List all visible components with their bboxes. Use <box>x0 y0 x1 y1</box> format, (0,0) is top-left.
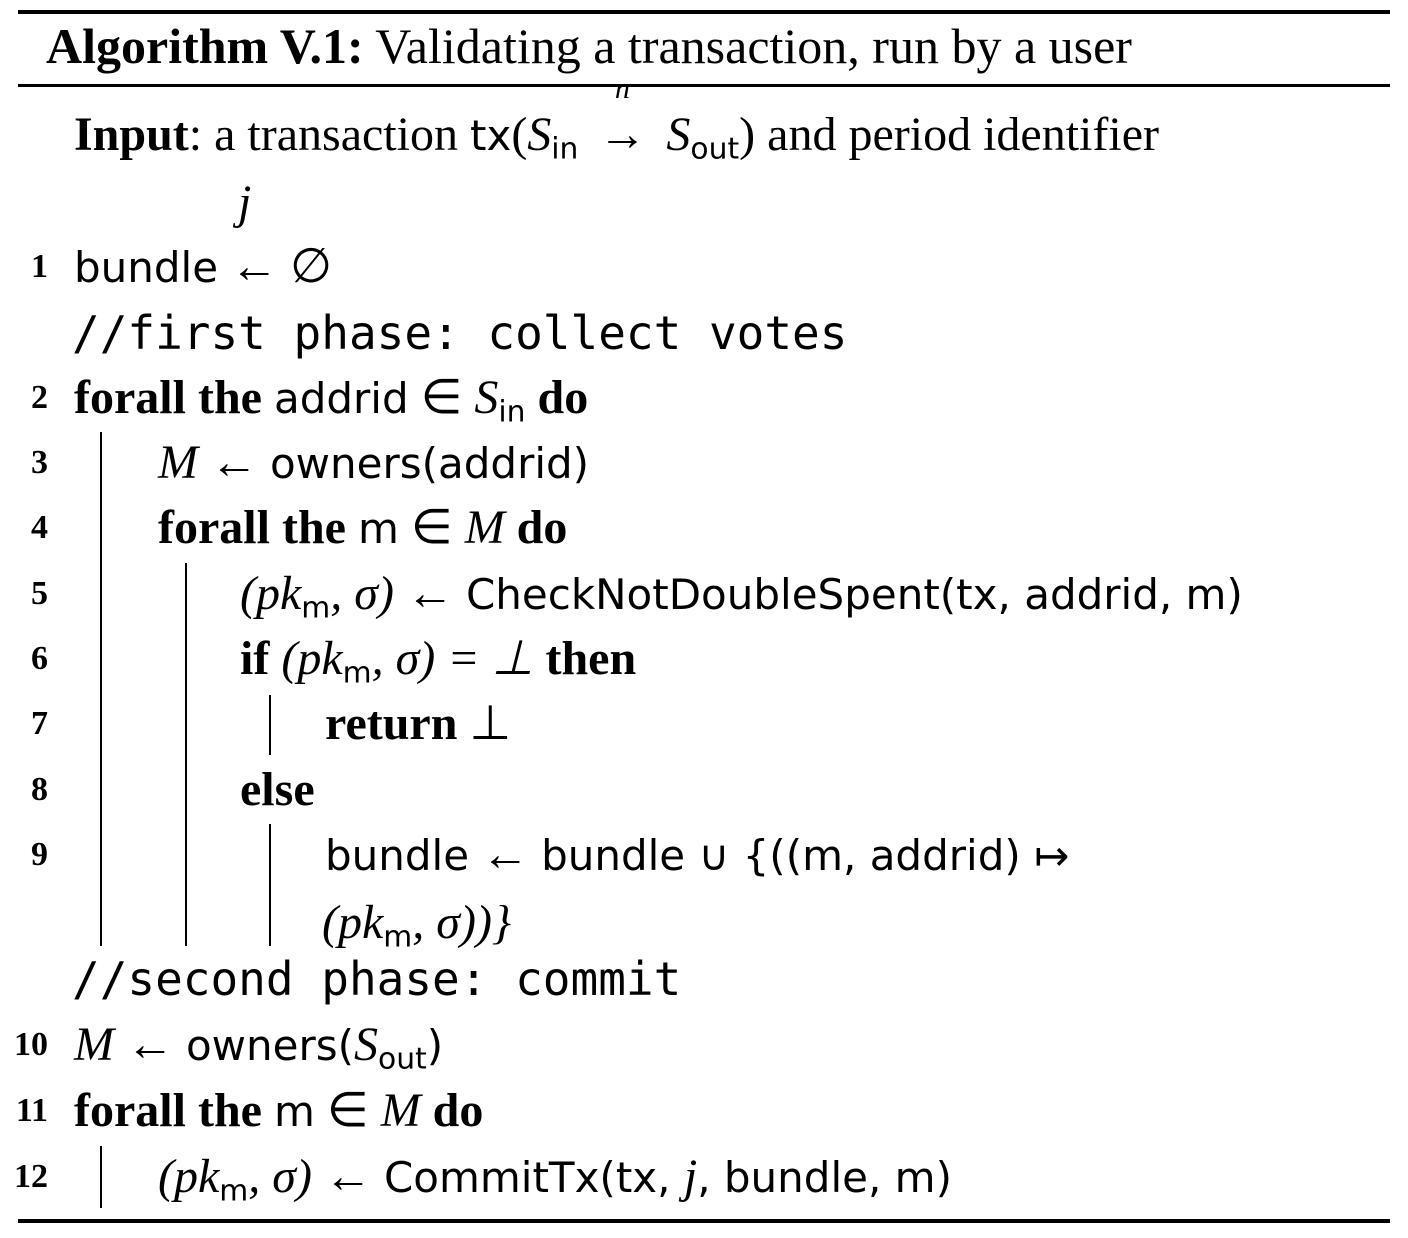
block-bar-then <box>269 695 271 755</box>
block-bar-forall-3 <box>100 1146 102 1208</box>
algo-line-2: 2 forall the addrid ∈ Sin do <box>31 371 589 430</box>
algo-line-3: 3 M ← owners(addrid) <box>31 436 590 489</box>
algorithm-title: Algorithm V.1: Validating a transaction,… <box>46 16 1132 76</box>
block-bar-forall-2 <box>185 563 187 946</box>
algo-line-12: 12 (pkm, σ) ← CommitTx(tx, j, bundle, m) <box>14 1150 952 1209</box>
bottom-rule <box>18 1219 1390 1223</box>
block-bar-else <box>269 824 271 946</box>
algo-line-1: 1 bundle ← ∅ <box>31 240 332 293</box>
algorithm-label: Algorithm V.1: <box>46 18 364 74</box>
block-bar-forall-1 <box>100 432 102 946</box>
algo-line-8: 8 else <box>31 763 315 816</box>
top-rule <box>18 10 1390 14</box>
labeled-arrow: n→ <box>598 72 647 162</box>
algo-line-9-cont: (pkm, σ))} <box>322 896 512 955</box>
algo-line-5: 5 (pkm, σ) ← CheckNotDoubleSpent(tx, add… <box>31 567 1243 626</box>
algo-line-11: 11 forall the m ∈ M do <box>15 1084 484 1137</box>
algo-line-4: 4 forall the m ∈ M do <box>31 501 568 554</box>
algorithm-caption: Validating a transaction, run by a user <box>375 18 1132 74</box>
algo-line-6: 6 if (pkm, σ) = ⊥ then <box>31 632 637 691</box>
title-rule <box>18 84 1390 87</box>
comment-first-phase: //first phase: collect votes <box>72 306 848 360</box>
input-keyword: Input <box>74 108 189 161</box>
algo-line-10: 10 M ← owners(Sout) <box>14 1018 444 1077</box>
comment-second-phase: //second phase: commit <box>72 952 682 1006</box>
algo-line-7: 7 return ⊥ <box>31 697 512 750</box>
algo-line-9: 9 bundle ← bundle ∪ {((m, addrid) ↦ <box>31 828 1070 881</box>
